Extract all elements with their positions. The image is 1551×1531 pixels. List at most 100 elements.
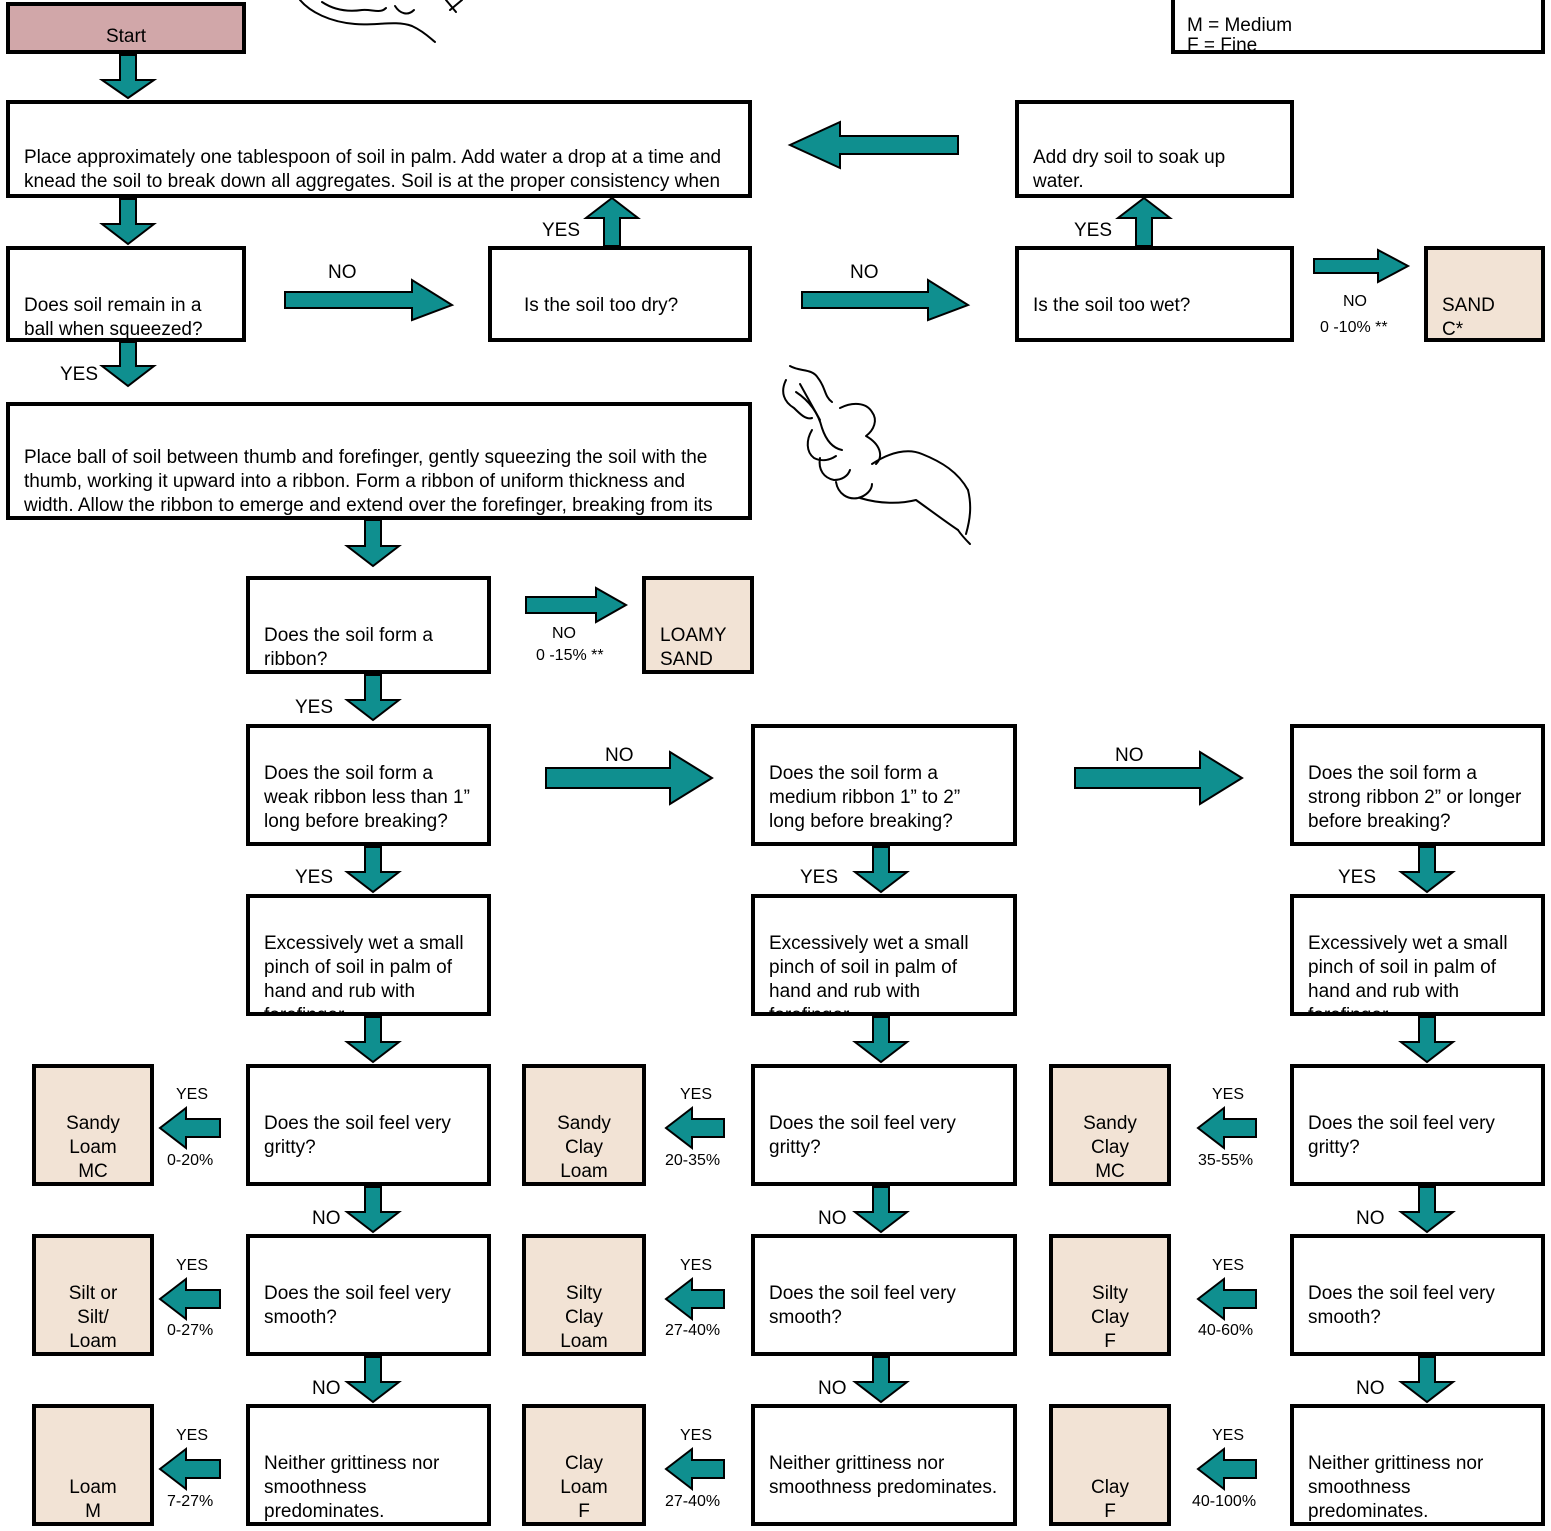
arrow-medium-yes-down <box>852 846 910 894</box>
gritty-text-3: Does the soil feel very gritty? <box>1308 1113 1495 1158</box>
medium-ribbon-text: Does the soil form a medium ribbon 1” to… <box>769 763 961 832</box>
result-sandy-clay-loam-text: Sandy Clay Loam MC <box>557 1113 611 1182</box>
neither-text-1: Neither grittiness nor smoothness predom… <box>264 1453 440 1522</box>
label-no-dry: NO <box>850 262 879 283</box>
label-no-smooth-3: NO <box>1356 1378 1385 1399</box>
arrow-neither1-yes-left <box>158 1446 221 1492</box>
arrow-form-ribbon-yes-down <box>344 674 402 722</box>
label-sand-percent: 0 -10% ** <box>1320 319 1388 336</box>
label-yes-strong: YES <box>1338 867 1377 888</box>
result-sand-text: SAND C* <box>1442 295 1495 340</box>
result-clay-loam: Clay Loam F <box>522 1404 646 1526</box>
arrow-smooth3-yes-left <box>1196 1276 1257 1322</box>
arrow-medium-no-right <box>1074 750 1244 806</box>
arrow-neither2-yes-left <box>664 1446 725 1492</box>
label-silty-clay-percent: 40-60% <box>1198 1322 1254 1339</box>
smooth-text-2: Does the soil feel very smooth? <box>769 1283 956 1328</box>
wet-pinch-step-1: Excessively wet a small pinch of soil in… <box>246 894 491 1016</box>
gritty-text-1: Does the soil feel very gritty? <box>264 1113 451 1158</box>
ribbon-instruction-step: Place ball of soil between thumb and for… <box>6 402 752 520</box>
label-yes-gritty-2: YES <box>680 1086 713 1103</box>
label-yes-smooth-3: YES <box>1212 1257 1245 1274</box>
label-no-gritty-3: NO <box>1356 1208 1385 1229</box>
result-loamy-sand: LOAMY SAND C* <box>642 576 754 674</box>
label-silty-clay-loam-percent: 27-40% <box>665 1322 721 1339</box>
arrow-neither3-yes-left <box>1196 1446 1257 1492</box>
too-dry-question: Is the soil too dry? <box>488 246 752 342</box>
smooth-text-3: Does the soil feel very smooth? <box>1308 1283 1495 1328</box>
label-yes-form-ribbon: YES <box>295 697 334 718</box>
label-loam-percent: 7-27% <box>167 1493 214 1510</box>
strong-ribbon-question: Does the soil form a strong ribbon 2” or… <box>1290 724 1545 846</box>
label-yes-gritty-1: YES <box>176 1086 209 1103</box>
gritty-question-1: Does the soil feel very gritty? <box>246 1064 491 1186</box>
result-sandy-clay-text: Sandy Clay MC <box>1083 1113 1137 1182</box>
label-no-form-ribbon: NO <box>552 625 576 642</box>
result-silt-loam-text: Silt or Silt/ Loam M <box>68 1283 118 1352</box>
arrow-weak-no-right <box>545 750 714 806</box>
label-yes-wet: YES <box>1074 220 1113 241</box>
hand-ribbon-sketch <box>782 365 972 545</box>
arrow-gritty1-yes-left <box>158 1105 221 1151</box>
wet-pinch-step-3: Excessively wet a small pinch of soil in… <box>1290 894 1545 1016</box>
arrow-weak-yes-down <box>344 846 402 894</box>
add-dry-soil-text: Add dry soil to soak up water. <box>1033 147 1226 192</box>
wet-pinch-text-1: Excessively wet a small pinch of soil in… <box>264 933 464 1016</box>
label-no-weak: NO <box>605 745 634 766</box>
arrow-gritty3-yes-left <box>1196 1105 1257 1151</box>
form-ribbon-text: Does the soil form a ribbon? <box>264 625 433 670</box>
label-yes-dry: YES <box>542 220 581 241</box>
arrow-gritty2-yes-left <box>664 1105 725 1151</box>
result-clay-text: Clay F <box>1090 1477 1129 1522</box>
result-loamy-sand-text: LOAMY SAND C* <box>660 625 727 670</box>
result-clay: Clay F <box>1049 1404 1171 1526</box>
result-clay-loam-text: Clay Loam F <box>560 1453 608 1522</box>
arrow-wet1-down <box>344 1016 402 1064</box>
medium-ribbon-question: Does the soil form a medium ribbon 1” to… <box>751 724 1017 846</box>
weak-ribbon-text: Does the soil form a weak ribbon less th… <box>264 763 470 832</box>
wet-pinch-text-2: Excessively wet a small pinch of soil in… <box>769 933 969 1016</box>
arrow-gritty2-no-down <box>852 1186 910 1234</box>
result-sandy-loam: Sandy Loam MC <box>32 1064 154 1186</box>
arrow-dry-yes-up <box>583 196 641 247</box>
ball-question: Does soil remain in a ball when squeezed… <box>6 246 246 342</box>
wet-pinch-text-3: Excessively wet a small pinch of soil in… <box>1308 933 1508 1016</box>
start-node: Start <box>6 2 246 54</box>
arrow-smooth3-no-down <box>1398 1356 1456 1404</box>
arrow-strong-yes-down <box>1398 846 1456 894</box>
label-loamy-sand-percent: 0 -15% ** <box>536 647 604 664</box>
gritty-text-2: Does the soil feel very gritty? <box>769 1113 956 1158</box>
wet-pinch-step-2: Excessively wet a small pinch of soil in… <box>751 894 1017 1016</box>
ball-question-text: Does soil remain in a ball when squeezed… <box>24 295 203 340</box>
label-no-ball: NO <box>328 262 357 283</box>
arrow-ball-yes-down <box>99 341 157 388</box>
arrow-wet-no-right <box>1313 248 1411 284</box>
arrow-smooth1-yes-left <box>158 1276 221 1322</box>
moisten-soil-step: Place approximately one tablespoon of so… <box>6 100 752 198</box>
add-dry-soil-step: Add dry soil to soak up water. <box>1015 100 1294 198</box>
result-silty-clay: Silty Clay F <box>1049 1234 1171 1356</box>
result-loam: Loam M <box>32 1404 154 1526</box>
label-silt-loam-percent: 0-27% <box>167 1322 214 1339</box>
gritty-question-3: Does the soil feel very gritty? <box>1290 1064 1545 1186</box>
smooth-text-1: Does the soil feel very smooth? <box>264 1283 451 1328</box>
smooth-question-1: Does the soil feel very smooth? <box>246 1234 491 1356</box>
legend-box: M = Medium F = Fine <box>1171 0 1545 54</box>
moisten-soil-text: Place approximately one tablespoon of so… <box>24 147 722 192</box>
result-sandy-clay-loam: Sandy Clay Loam MC <box>522 1064 646 1186</box>
hand-kneading-sketch <box>299 0 463 43</box>
arrow-wet-yes-up <box>1115 196 1173 247</box>
label-yes-smooth-1: YES <box>176 1257 209 1274</box>
result-loam-text: Loam M <box>69 1477 117 1522</box>
arrow-add-dry-left <box>787 120 959 170</box>
label-no-smooth-2: NO <box>818 1378 847 1399</box>
arrow-ribbon-no-right <box>525 586 629 624</box>
arrow-smooth2-no-down <box>852 1356 910 1404</box>
neither-step-3: Neither grittiness nor smoothness predom… <box>1290 1404 1545 1526</box>
arrow-wet2-down <box>852 1016 910 1064</box>
label-yes-smooth-2: YES <box>680 1257 713 1274</box>
result-silty-clay-loam-text: Silty Clay Loam F <box>560 1283 608 1352</box>
gritty-question-2: Does the soil feel very gritty? <box>751 1064 1017 1186</box>
label-no-smooth-1: NO <box>312 1378 341 1399</box>
